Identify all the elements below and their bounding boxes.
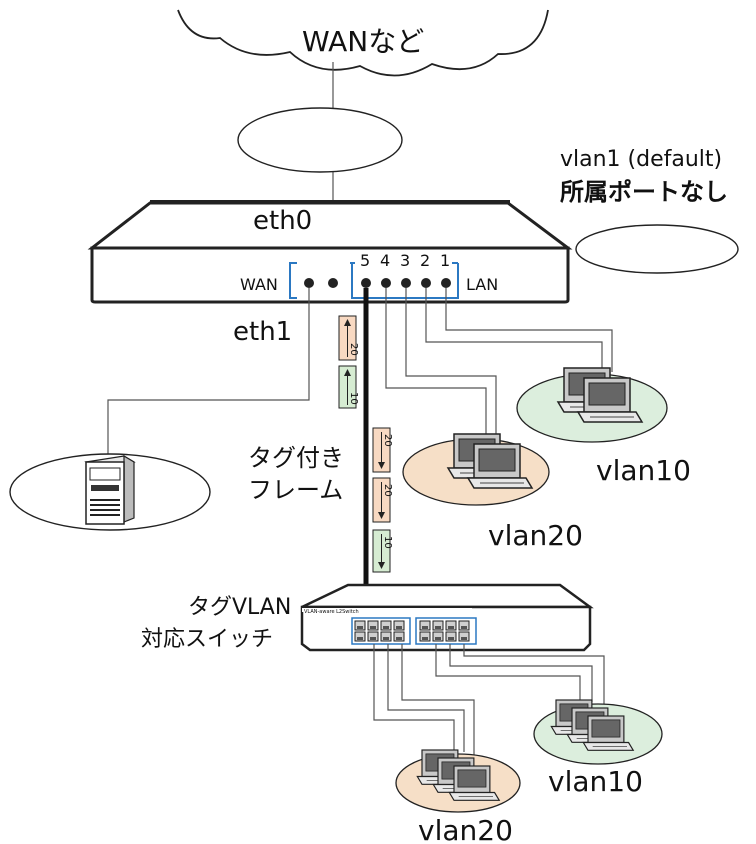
port1-cable xyxy=(445,288,613,372)
lan-port-1 xyxy=(441,278,451,288)
lan-port-label: LAN xyxy=(466,275,498,294)
port4-cable xyxy=(385,288,487,436)
lan-port-5 xyxy=(361,278,371,288)
eth0-segment xyxy=(237,107,403,173)
wan-cloud xyxy=(177,9,549,77)
switch-vlan10-cable xyxy=(449,644,593,702)
frame-tag-20-downstream: 20 xyxy=(372,427,393,473)
eth0-port xyxy=(328,278,338,288)
eth0-label: eth0 xyxy=(253,206,312,236)
eth1-port xyxy=(304,278,314,288)
frame-tag-label: 10 xyxy=(348,392,359,405)
frame-tag-label: 20 xyxy=(348,343,359,356)
vlan-switch: VLAN-aware L2Switch xyxy=(300,583,594,652)
vlan1-segment xyxy=(575,224,739,274)
switch-vlan10-label: vlan10 xyxy=(548,765,643,798)
frame-tag-20-upstream: 20 xyxy=(338,315,359,361)
wan-port-label: WAN xyxy=(240,275,278,294)
switch-label: タグVLAN xyxy=(188,595,291,620)
port-number-5: 5 xyxy=(360,251,370,270)
vlan1-no-ports-label: 所属ポートなし xyxy=(560,178,728,206)
switch-vlan20-cable xyxy=(373,644,455,752)
eth1-label: eth1 xyxy=(233,317,292,347)
port-number-3: 3 xyxy=(400,251,410,270)
frame-tag-label: 10 xyxy=(382,536,393,549)
tagged-frame-label: フレーム xyxy=(248,476,343,504)
cloud-label: WANなど xyxy=(302,25,424,58)
frame-tag-label: 20 xyxy=(382,484,393,497)
switch-vlan20-cable xyxy=(387,644,465,752)
port-number-2: 2 xyxy=(420,251,430,270)
router xyxy=(87,200,573,304)
port3-cable xyxy=(405,288,497,436)
switch-model-text: VLAN-aware L2Switch xyxy=(304,609,359,615)
switch-vlan20-cable xyxy=(401,644,475,760)
lan-port-3 xyxy=(401,278,411,288)
switch-label: 対応スイッチ xyxy=(141,627,273,652)
switch-vlan10-cable xyxy=(435,644,581,702)
router-vlan10-label: vlan10 xyxy=(596,454,691,487)
port-number-1: 1 xyxy=(440,251,450,270)
switch-vlan10-cable xyxy=(463,644,605,708)
frame-tag-20-downstream: 20 xyxy=(372,477,393,523)
lan-port-2 xyxy=(421,278,431,288)
eth1-cable xyxy=(107,288,310,456)
lan-port-4 xyxy=(381,278,391,288)
frame-tag-10-upstream: 10 xyxy=(338,365,359,409)
vlan1-label: vlan1 (default) xyxy=(560,147,722,172)
frame-tag-10-downstream: 10 xyxy=(372,529,393,573)
tagged-frame-label: タグ付き xyxy=(248,444,344,472)
router-vlan20-label: vlan20 xyxy=(488,519,583,552)
port-number-4: 4 xyxy=(380,251,390,270)
port2-cable xyxy=(425,288,603,372)
server-icon xyxy=(84,454,136,525)
switch-vlan20-label: vlan20 xyxy=(418,814,513,844)
frame-tag-label: 20 xyxy=(382,434,393,447)
